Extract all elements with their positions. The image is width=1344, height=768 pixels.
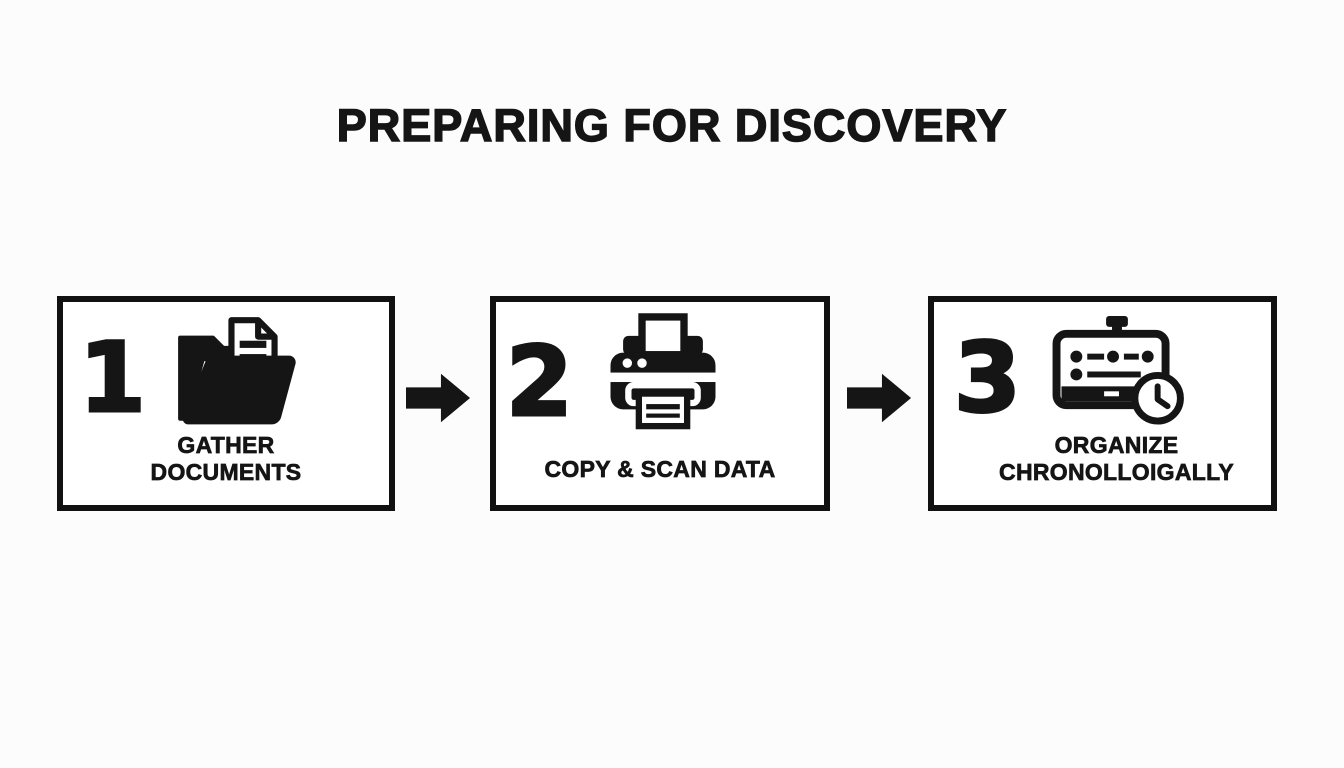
right-arrow-icon xyxy=(406,369,472,427)
step-label-2: COPY & SCAN DATA xyxy=(496,456,824,483)
page-title: PREPARING FOR DISCOVERY xyxy=(336,99,1008,152)
timeline-board-with-clock-icon xyxy=(1042,314,1190,428)
step-box-copy-scan-data: 2 C xyxy=(490,296,830,511)
step-label-line: CHRONOLLOIGALLY xyxy=(999,459,1234,486)
step-number-3: 3 xyxy=(953,322,1023,434)
step-number-2: 2 xyxy=(505,326,575,438)
printer-icon xyxy=(600,310,726,432)
step-label-1: GATHER DOCUMENTS xyxy=(63,432,389,486)
step-label-3: ORGANIZE CHRONOLLOIGALLY xyxy=(948,432,1285,486)
step-label-line: GATHER xyxy=(177,432,275,459)
step-box-organize-chronologically: 3 xyxy=(928,296,1277,511)
step-label-line: ORGANIZE xyxy=(1054,432,1179,459)
open-folder-with-document-icon xyxy=(163,312,303,430)
step-label-line: DOCUMENTS xyxy=(150,459,302,486)
step-number-1: 1 xyxy=(78,322,148,434)
right-arrow-icon xyxy=(847,369,913,427)
step-box-gather-documents: 1 GATHER DOCUMENTS xyxy=(57,296,395,511)
step-label-line: COPY & SCAN DATA xyxy=(544,456,776,483)
